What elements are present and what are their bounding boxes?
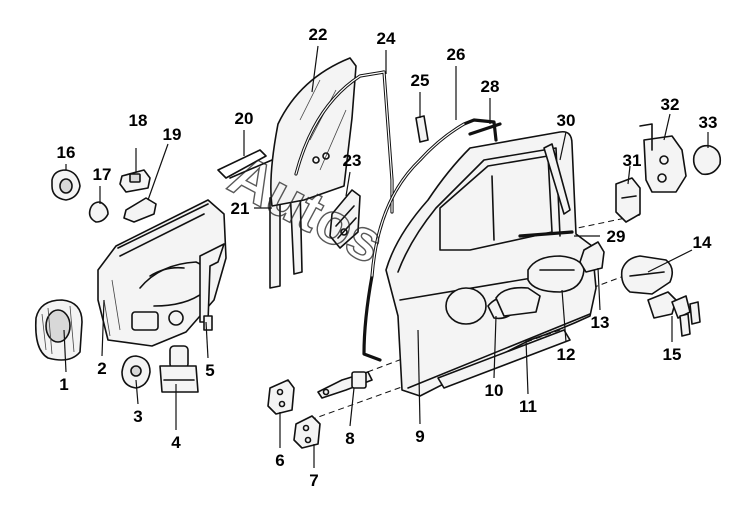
part-23-window-regulator <box>312 152 361 249</box>
part-20-bracket <box>217 149 273 179</box>
label-22: 22 <box>309 25 328 44</box>
label-7: 7 <box>309 471 318 490</box>
leader-lines <box>63 45 709 468</box>
part-2-door-trim-panel <box>97 199 227 347</box>
label-33: 33 <box>699 113 718 132</box>
label-3: 3 <box>133 407 142 426</box>
part-14-outside-handle <box>620 255 674 295</box>
part-33-striker <box>692 144 722 176</box>
label-17: 17 <box>93 165 112 184</box>
label-28: 28 <box>481 77 500 96</box>
label-5: 5 <box>205 361 214 380</box>
part-4-window-motor <box>159 345 199 393</box>
label-12: 12 <box>557 345 576 364</box>
part-18-power-window-switch <box>119 169 151 193</box>
label-21: 21 <box>231 199 250 218</box>
label-30: 30 <box>557 111 576 130</box>
label-32: 32 <box>661 95 680 114</box>
part-7-lower-hinge <box>293 415 321 449</box>
label-19: 19 <box>163 125 182 144</box>
part-3-window-knob <box>121 355 151 389</box>
part-28-upper-rail <box>468 122 502 136</box>
part-32-door-latch <box>639 123 687 193</box>
label-6: 6 <box>275 451 284 470</box>
label-2: 2 <box>97 359 106 378</box>
label-10: 10 <box>485 381 504 400</box>
label-16: 16 <box>57 143 76 162</box>
part-19-switch-housing <box>123 197 157 223</box>
part-29-beltline-strip <box>518 230 574 238</box>
part-16-clip <box>51 169 81 201</box>
label-14: 14 <box>693 233 712 252</box>
label-24: 24 <box>377 29 396 48</box>
part-13-mirror-cover <box>579 241 605 273</box>
part-6-upper-hinge <box>267 379 295 415</box>
part-9-door-shell <box>385 130 597 397</box>
part-22-door-glass <box>270 57 357 207</box>
label-15: 15 <box>663 345 682 364</box>
label-13: 13 <box>591 313 610 332</box>
label-25: 25 <box>411 71 430 90</box>
part-25-molding <box>415 115 429 143</box>
label-29: 29 <box>607 227 626 246</box>
label-26: 26 <box>447 45 466 64</box>
label-11: 11 <box>519 397 537 416</box>
part-24-weatherstrip <box>294 70 394 214</box>
part-17-fastener <box>88 201 109 223</box>
part-1-speaker <box>34 299 83 361</box>
label-1: 1 <box>59 375 68 394</box>
part-15-lock-cylinder <box>647 291 701 337</box>
label-23: 23 <box>343 151 362 170</box>
part-26-door-seal <box>362 118 498 362</box>
label-18: 18 <box>129 111 148 130</box>
label-4: 4 <box>171 433 181 452</box>
part-11-molding-strip <box>437 329 571 389</box>
label-31: 31 <box>623 151 642 170</box>
label-20: 20 <box>235 109 254 128</box>
part-30-pillar-molding <box>543 143 571 215</box>
part-31-latch-bracket <box>615 177 641 223</box>
part-8-door-check <box>317 371 373 399</box>
label-9: 9 <box>415 427 424 446</box>
label-8: 8 <box>345 429 354 448</box>
part-labels: 1 2 3 4 5 6 7 8 9 10 11 12 13 14 15 16 1… <box>57 25 718 490</box>
part-5-bracket <box>199 243 225 331</box>
